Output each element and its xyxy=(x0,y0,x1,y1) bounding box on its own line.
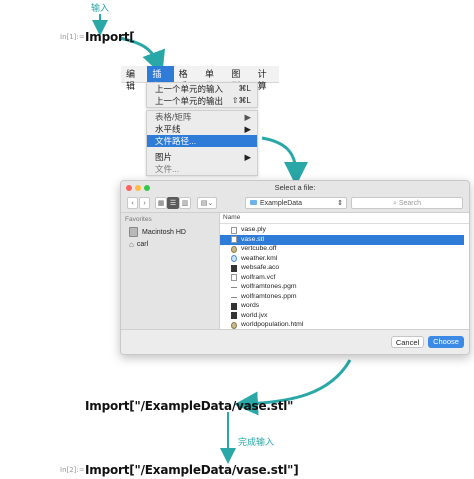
file-name: words xyxy=(241,302,260,309)
file-name: wolframtones.ppm xyxy=(241,292,297,300)
menu-item-picture[interactable]: 图片 ▶ xyxy=(155,152,251,162)
menu-cell[interactable]: 单元 xyxy=(204,69,214,91)
file-icon xyxy=(231,293,237,298)
sidebar-item-macintosh-hd[interactable]: Macintosh HD xyxy=(129,227,186,237)
menu-item-horizontal-line[interactable]: 水平线 ▶ xyxy=(155,124,251,134)
menu-insert[interactable]: 插入 xyxy=(147,66,174,91)
file-icon xyxy=(231,236,237,243)
file-row[interactable]: world.jvx xyxy=(220,311,464,321)
menu-item-file-path[interactable]: 文件路径... xyxy=(147,135,257,147)
insert-menu-bottom: 表格/矩阵 ▶ 水平线 ▶ 文件路径... 图片 ▶ 文件... xyxy=(146,110,258,176)
file-icon xyxy=(231,274,237,281)
file-name: world.jvx xyxy=(241,311,268,319)
menu-graphics[interactable]: 图形 xyxy=(231,69,241,91)
chevron-right-icon: › xyxy=(143,200,146,207)
output-line: Import["/ExampleData/vase.stl" xyxy=(85,399,294,413)
updown-chevron-icon: ⇕ xyxy=(337,200,343,207)
menu-item-table[interactable]: 表格/矩阵 ▶ xyxy=(155,112,251,122)
file-row[interactable]: worldpopulation.html xyxy=(220,320,464,330)
columns-icon: ▥ xyxy=(181,200,189,207)
dialog-footer: Cancel Choose xyxy=(121,329,469,354)
list-view-button[interactable]: ☰ xyxy=(167,197,179,209)
hard-drive-icon xyxy=(129,227,138,237)
menu-evaluation[interactable]: 计算 xyxy=(257,69,267,91)
minimize-window-button[interactable] xyxy=(135,185,141,191)
grid-icon: ▦ xyxy=(157,200,165,207)
file-icon xyxy=(231,284,237,288)
home-icon: ⌂ xyxy=(129,240,134,249)
folder-icon xyxy=(250,200,257,205)
search-input[interactable]: ⌕ Search xyxy=(351,197,463,209)
zoom-window-button[interactable] xyxy=(144,185,150,191)
file-icon xyxy=(231,255,237,262)
file-icon xyxy=(231,321,237,329)
header-divider xyxy=(220,223,469,224)
file-row[interactable]: websafe.aco xyxy=(220,263,464,273)
cell1-label: In[1]:= xyxy=(60,33,85,41)
arrow-to-menu xyxy=(118,36,166,76)
file-row[interactable]: wolfram.vcf xyxy=(220,273,464,283)
dialog-title: Select a file: xyxy=(274,183,316,192)
file-name: vertcube.off xyxy=(241,245,277,252)
file-row[interactable]: vase.stl xyxy=(220,234,464,245)
file-icon xyxy=(231,264,237,272)
location-select[interactable]: ExampleData ⇕ xyxy=(245,197,347,209)
menu-item-file[interactable]: 文件... xyxy=(155,164,180,174)
chevron-left-icon: ‹ xyxy=(131,200,134,207)
sidebar-section-favorites: Favorites xyxy=(125,216,152,223)
cell1-code[interactable]: Import[ xyxy=(85,30,135,44)
search-icon: ⌕ xyxy=(392,200,397,207)
file-row[interactable]: vase.ply xyxy=(220,225,464,235)
file-row[interactable]: wolframtones.ppm xyxy=(220,292,464,302)
file-icon xyxy=(231,245,237,253)
file-icon xyxy=(231,302,237,310)
menu-item-prev-output[interactable]: 上一个单元的输出 ⇧⌘L xyxy=(155,96,251,106)
back-button[interactable]: ‹ xyxy=(127,197,138,209)
menu-format[interactable]: 格式 xyxy=(178,69,188,91)
file-name: wolframtones.pgm xyxy=(241,283,297,290)
annotation-complete-input: 完成输入 xyxy=(238,437,275,447)
file-icon xyxy=(231,226,237,234)
submenu-arrow-icon: ▶ xyxy=(244,152,251,162)
menubar: 编辑 插入 格式 单元 图形 计算 xyxy=(121,66,279,91)
file-row[interactable]: wolframtones.pgm xyxy=(220,282,464,292)
close-window-button[interactable] xyxy=(126,185,132,191)
file-name: vase.stl xyxy=(241,235,265,243)
file-name: websafe.aco xyxy=(241,264,280,271)
arrange-button[interactable]: ▤⌄ xyxy=(197,197,217,209)
list-icon: ☰ xyxy=(169,200,177,207)
file-name: weather.kml xyxy=(241,254,278,262)
dialog-titlebar: Select a file: xyxy=(121,181,469,194)
menu-edit[interactable]: 编辑 xyxy=(126,69,136,91)
cell2-label: In[2]:= xyxy=(60,466,85,474)
file-row[interactable]: words xyxy=(220,301,464,311)
dialog-toolbar: ‹ › ▦ ☰ ▥ ▤⌄ ExampleData ⇕ ⌕ Search xyxy=(121,194,469,213)
dialog-sidebar: Favorites Macintosh HD ⌂ carl xyxy=(121,213,220,330)
cancel-button[interactable]: Cancel xyxy=(391,336,424,348)
insert-menu-top: 上一个单元的输入 ⌘L 上一个单元的输出 ⇧⌘L xyxy=(146,82,258,108)
choose-button[interactable]: Choose xyxy=(428,336,464,348)
cell2-code[interactable]: Import["/ExampleData/vase.stl"] xyxy=(85,463,299,477)
menu-item-prev-input[interactable]: 上一个单元的输入 ⌘L xyxy=(155,84,251,94)
file-name: vase.ply xyxy=(241,226,266,233)
arrange-icon: ▤⌄ xyxy=(200,200,214,207)
file-dialog: Select a file: ‹ › ▦ ☰ ▥ ▤⌄ ExampleData … xyxy=(120,180,470,355)
submenu-arrow-icon: ▶ xyxy=(244,112,251,122)
file-list: Name vase.ply vase.stl vertcube.off weather… xyxy=(220,213,469,330)
file-row[interactable]: vertcube.off xyxy=(220,244,464,254)
column-header-name[interactable]: Name xyxy=(223,214,241,221)
file-name: worldpopulation.html xyxy=(241,321,304,328)
file-icon xyxy=(231,312,237,319)
column-view-button[interactable]: ▥ xyxy=(179,197,191,209)
annotation-input: 输入 xyxy=(91,3,110,13)
arrow-to-dialog xyxy=(261,136,308,186)
file-name: wolfram.vcf xyxy=(241,273,276,281)
forward-button[interactable]: › xyxy=(139,197,150,209)
sidebar-item-carl[interactable]: ⌂ carl xyxy=(129,240,149,249)
icon-view-button[interactable]: ▦ xyxy=(155,197,167,209)
file-row[interactable]: weather.kml xyxy=(220,254,464,264)
submenu-arrow-icon: ▶ xyxy=(244,124,251,134)
arrow-to-output xyxy=(234,359,352,416)
